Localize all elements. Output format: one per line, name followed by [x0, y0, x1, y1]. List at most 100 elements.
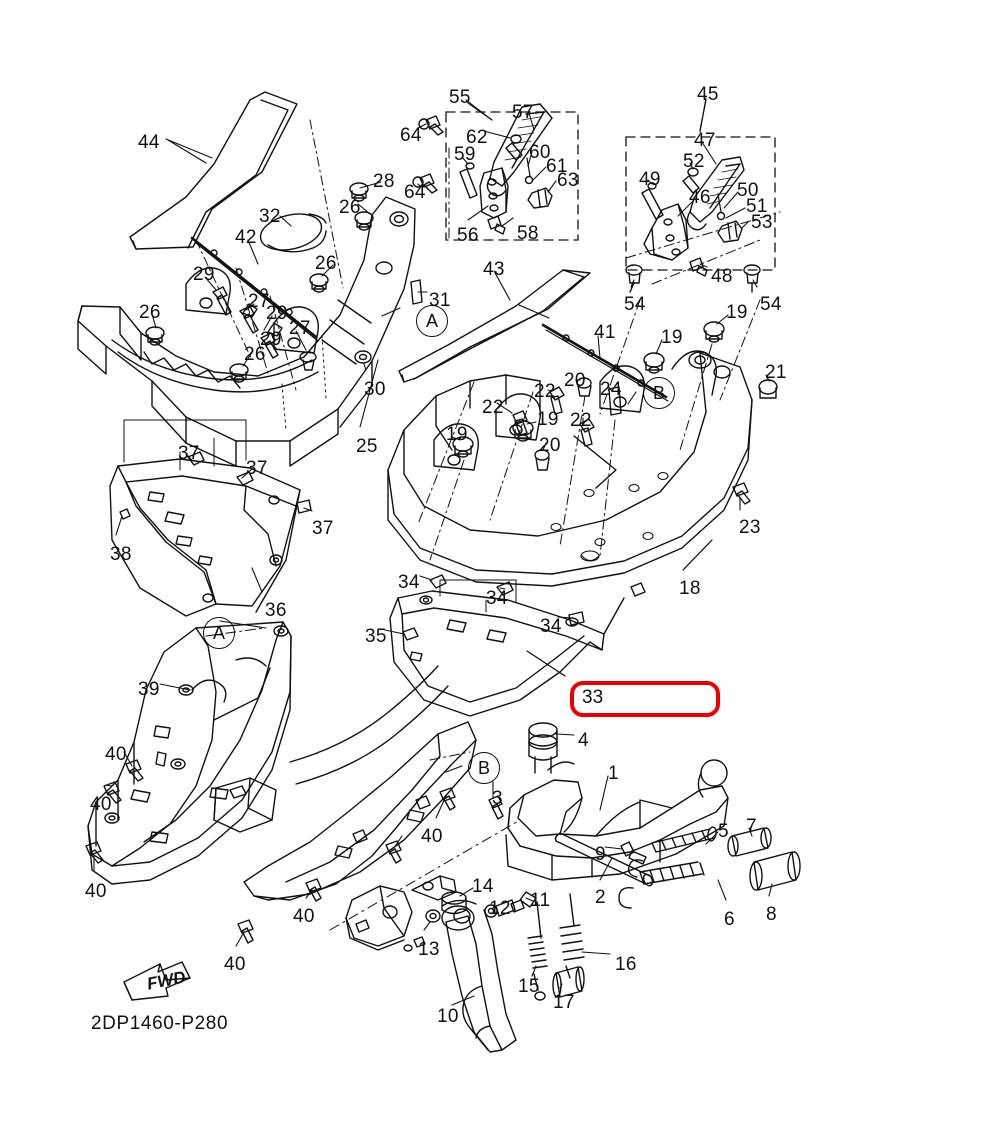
callout-12: 12 — [489, 898, 511, 919]
part-17-shape — [552, 966, 585, 998]
callout-6: 6 — [724, 909, 735, 930]
callout-64: 64 — [404, 182, 426, 203]
highlight-box-33[interactable]: 33 — [570, 681, 720, 717]
callout-39: 39 — [138, 679, 160, 700]
callout-26: 26 — [339, 197, 361, 218]
callout-36: 36 — [265, 600, 287, 621]
part-46-shape — [643, 203, 689, 261]
part-10-shape — [441, 899, 517, 1053]
callout-34: 34 — [540, 616, 562, 637]
part-7-shape — [727, 827, 772, 857]
callout-28: 28 — [373, 171, 395, 192]
callout-40: 40 — [105, 744, 127, 765]
callout-60: 60 — [529, 142, 551, 163]
part-2-shape — [554, 832, 654, 887]
callout-34: 34 — [486, 588, 508, 609]
callout-27: 27 — [289, 318, 311, 339]
callout-9: 9 — [595, 844, 606, 865]
callout-45: 45 — [697, 84, 719, 105]
bracket-assembly — [345, 875, 457, 952]
callout-4: 4 — [578, 730, 589, 751]
section-marker-b: B — [468, 752, 500, 784]
fasteners-cluster-center — [410, 279, 778, 505]
part-62-shape — [505, 134, 523, 161]
callout-13: 13 — [418, 939, 440, 960]
callout-29: 29 — [193, 264, 215, 285]
part-59-shape — [459, 162, 478, 199]
callout-15: 15 — [518, 976, 540, 997]
callout-37: 37 — [178, 443, 200, 464]
callout-44: 44 — [138, 132, 160, 153]
callout-10: 10 — [437, 1006, 459, 1027]
callout-51: 51 — [746, 196, 768, 217]
callout-53: 53 — [751, 212, 773, 233]
callout-54: 54 — [624, 294, 646, 315]
callout-24: 24 — [600, 379, 622, 400]
callout-37: 37 — [312, 518, 334, 539]
callout-47: 47 — [694, 130, 716, 151]
callout-22: 22 — [482, 397, 504, 418]
callout-2: 2 — [595, 887, 606, 908]
section-marker-a: A — [416, 305, 448, 337]
callout-14: 14 — [472, 876, 494, 897]
callout-19: 19 — [537, 409, 559, 430]
fasteners-cluster-left — [119, 182, 374, 520]
part-56-shape — [479, 167, 509, 219]
callout-52: 52 — [683, 151, 705, 172]
callout-40: 40 — [293, 906, 315, 927]
callout-17: 17 — [553, 992, 575, 1013]
callout-58: 58 — [517, 223, 539, 244]
callout-54: 54 — [760, 294, 782, 315]
callout-49: 49 — [639, 169, 661, 190]
callout-40: 40 — [85, 881, 107, 902]
callout-5: 5 — [718, 821, 729, 842]
fasteners-40 — [85, 759, 456, 944]
callout-27: 27 — [248, 291, 270, 312]
callout-35: 35 — [365, 626, 387, 647]
section-marker-b: B — [643, 377, 675, 409]
highlight-reference-number: 33 — [582, 687, 604, 708]
callout-38: 38 — [110, 544, 132, 565]
callout-40: 40 — [90, 794, 112, 815]
callout-43: 43 — [483, 259, 505, 280]
part-4-shape — [528, 722, 558, 747]
part-49-shape — [641, 182, 664, 220]
callout-40: 40 — [421, 826, 443, 847]
callout-18: 18 — [679, 578, 701, 599]
callout-55: 55 — [449, 87, 471, 108]
part-16-spring — [559, 893, 585, 979]
callout-19: 19 — [726, 302, 748, 323]
callout-37: 37 — [246, 458, 268, 479]
callout-1: 1 — [608, 763, 619, 784]
callout-26: 26 — [315, 253, 337, 274]
callout-26: 26 — [139, 302, 161, 323]
callout-23: 23 — [739, 517, 761, 538]
part-33-shape — [389, 590, 625, 717]
callout-42: 42 — [235, 227, 257, 248]
callout-40: 40 — [224, 954, 246, 975]
part-53-shape — [717, 220, 743, 243]
callout-21: 21 — [765, 362, 787, 383]
part-6-spring — [618, 861, 705, 909]
callout-20: 20 — [564, 370, 586, 391]
callout-61: 61 — [546, 156, 568, 177]
callout-64: 64 — [400, 125, 422, 146]
callout-57: 57 — [512, 102, 534, 123]
callout-3: 3 — [492, 788, 503, 809]
callout-30: 30 — [364, 379, 386, 400]
part-8-shape — [749, 851, 801, 891]
callout-16: 16 — [615, 954, 637, 975]
callout-29: 29 — [260, 329, 282, 350]
callout-63: 63 — [557, 170, 579, 191]
callout-19: 19 — [661, 327, 683, 348]
callout-46: 46 — [689, 187, 711, 208]
callout-41: 41 — [594, 322, 616, 343]
callout-22: 22 — [570, 410, 592, 431]
part-44-shape — [129, 91, 298, 250]
drawing-part-number: 2DP1460-P280 — [91, 1013, 229, 1034]
callout-26: 26 — [244, 344, 266, 365]
callout-22: 22 — [534, 381, 556, 402]
section-marker-a: A — [203, 617, 235, 649]
callout-48: 48 — [711, 266, 733, 287]
